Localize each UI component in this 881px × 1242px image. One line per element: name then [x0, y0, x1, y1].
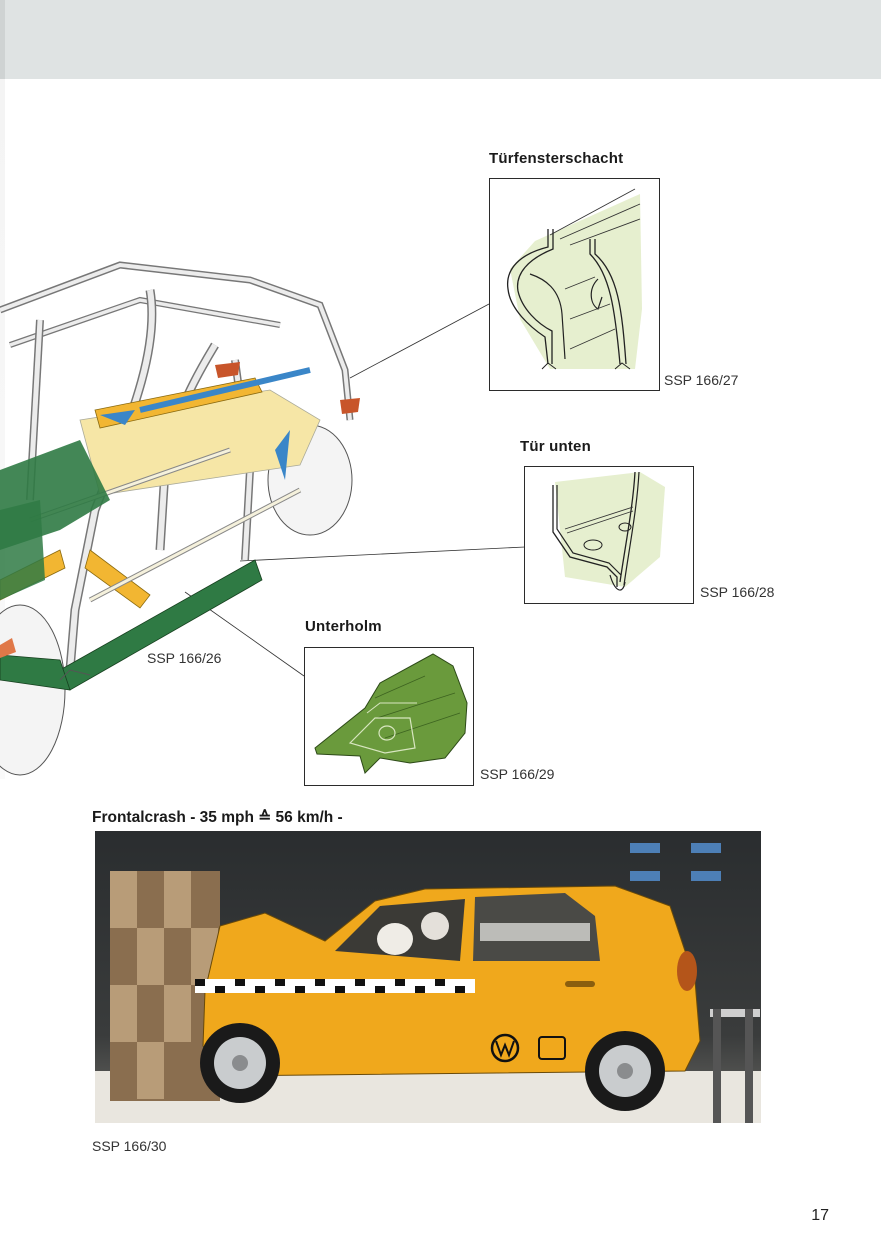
crash-test-car-image	[95, 831, 761, 1123]
sill-section-drawing	[314, 653, 468, 774]
page-spine-shadow	[0, 79, 5, 779]
detail-box-tuerfensterschacht	[489, 178, 660, 391]
crash-photo-ref: SSP 166/30	[92, 1138, 167, 1154]
detail-label-tuer-unten: Tür unten	[520, 438, 591, 455]
front-wheel	[200, 1023, 280, 1103]
header-band	[0, 0, 881, 79]
detail-ref-tuer-unten: SSP 166/28	[700, 584, 775, 600]
detail-box-tuer-unten	[524, 466, 694, 604]
main-illustration	[0, 250, 370, 790]
measurement-tape	[195, 979, 475, 993]
detail-ref-tuerfensterschacht: SSP 166/27	[664, 372, 739, 388]
door-bottom-section-drawing	[552, 471, 665, 591]
car-body-shell-drawing	[0, 261, 360, 776]
page-number: 17	[811, 1207, 829, 1224]
crash-test-photo	[95, 831, 761, 1123]
detail-box-unterholm	[304, 647, 474, 786]
detail-ref-unterholm: SSP 166/29	[480, 766, 555, 782]
main-illustration-ref: SSP 166/26	[147, 650, 222, 666]
detail-label-tuerfensterschacht: Türfensterschacht	[489, 150, 624, 167]
detail-label-unterholm: Unterholm	[305, 618, 382, 635]
rear-wheel	[585, 1031, 665, 1111]
crash-photo-caption: Frontalcrash - 35 mph ≙ 56 km/h -	[92, 809, 343, 826]
window-shaft-section-drawing	[507, 188, 642, 370]
